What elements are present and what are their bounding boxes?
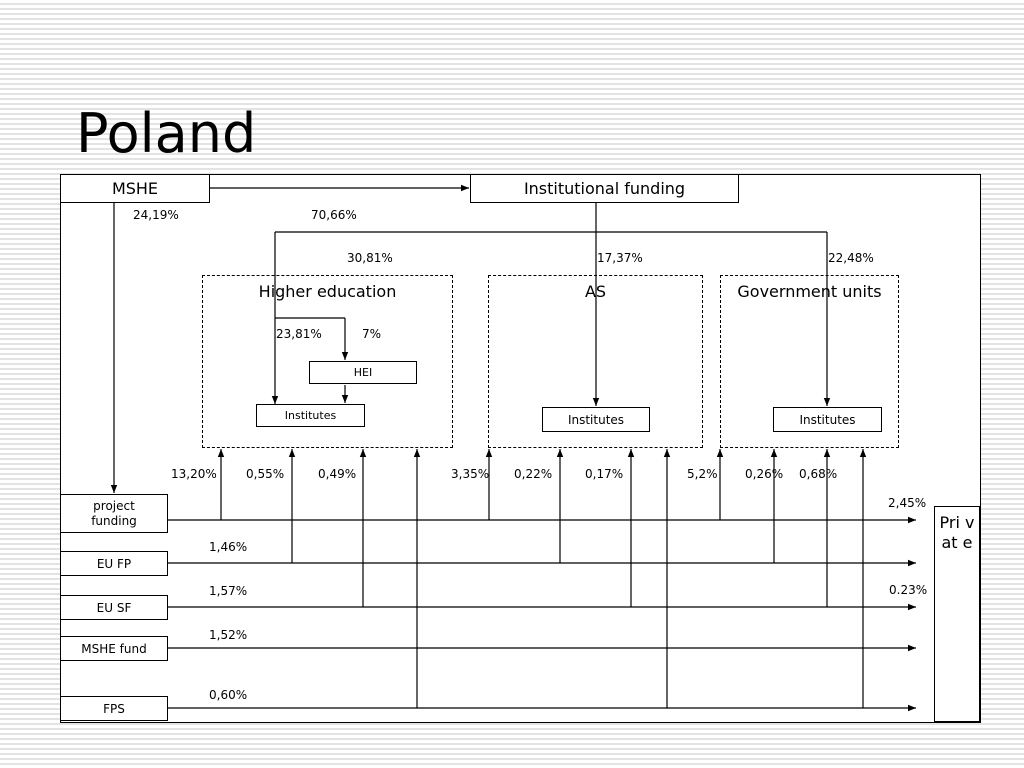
pct-mshe-to-project: 24,19%	[133, 208, 179, 222]
fps-box: FPS	[60, 696, 168, 721]
pct-he-to-institutes: 23,81%	[276, 327, 322, 341]
pct-gov-from-eufp: 0,26%	[745, 467, 784, 481]
pct-as-from-eufp: 0,22%	[514, 467, 553, 481]
pct-mshe-to-institutional: 70,66%	[311, 208, 357, 222]
he-institutes-box: Institutes	[256, 404, 365, 427]
private-box: Pri vat e	[934, 506, 980, 722]
pct-he-from-eusf: 0,49%	[318, 467, 357, 481]
government-units-group	[720, 275, 899, 448]
as-institutes-box: Institutes	[542, 407, 650, 432]
project-funding-box: project funding	[60, 494, 168, 533]
pct-eusf-to-private: 0.23%	[889, 583, 928, 597]
pct-he-from-eufp: 0,55%	[246, 467, 285, 481]
pct-inst-to-as: 17,37%	[597, 251, 643, 265]
pct-project-to-private: 2,45%	[888, 496, 927, 510]
eu-sf-box: EU SF	[60, 595, 168, 620]
as-label: AS	[584, 282, 607, 301]
pct-mshefund-row: 1,52%	[209, 628, 248, 642]
pct-as-from-project: 3,35%	[451, 467, 490, 481]
pct-eusf-row: 1,57%	[209, 584, 248, 598]
institutional-funding-box: Institutional funding	[470, 174, 739, 203]
mshe-fund-box: MSHE fund	[60, 636, 168, 661]
pct-fps-row: 0,60%	[209, 688, 248, 702]
higher-education-group	[202, 275, 453, 448]
page-title: Poland	[76, 102, 257, 165]
mshe-box: MSHE	[60, 174, 210, 203]
eu-fp-box: EU FP	[60, 551, 168, 576]
government-units-label: Government units	[737, 282, 882, 301]
pct-gov-from-project: 5,2%	[687, 467, 718, 481]
pct-eufp-row: 1,46%	[209, 540, 248, 554]
gov-institutes-box: Institutes	[773, 407, 882, 432]
hei-box: HEI	[309, 361, 417, 384]
pct-as-from-eusf: 0,17%	[585, 467, 624, 481]
pct-inst-to-gov: 22,48%	[828, 251, 874, 265]
pct-inst-to-he: 30,81%	[347, 251, 393, 265]
higher-education-label: Higher education	[258, 282, 397, 301]
pct-he-from-project: 13,20%	[171, 467, 217, 481]
pct-he-to-hei: 7%	[362, 327, 382, 341]
pct-gov-from-eusf: 0,68%	[799, 467, 838, 481]
